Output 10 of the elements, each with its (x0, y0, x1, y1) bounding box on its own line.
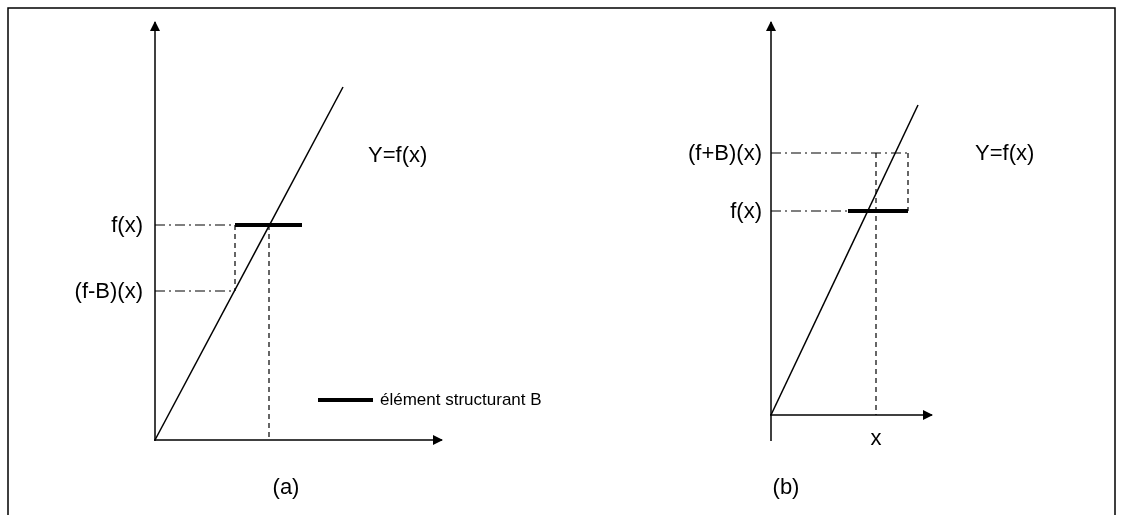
function-label: Y=f(x) (368, 142, 428, 168)
axis-value-label: x (870, 425, 882, 451)
axis-value-label: f(x) (730, 198, 762, 224)
axis-value-label: f(x) (111, 212, 143, 238)
legend-label: élément structurant B (380, 389, 542, 411)
axis-value-label: (f-B)(x) (74, 278, 143, 304)
axis-value-label: (f+B)(x) (688, 140, 762, 166)
panel-label: (b) (772, 474, 800, 500)
function-label: Y=f(x) (975, 140, 1035, 166)
panel-label: (a) (272, 474, 300, 500)
